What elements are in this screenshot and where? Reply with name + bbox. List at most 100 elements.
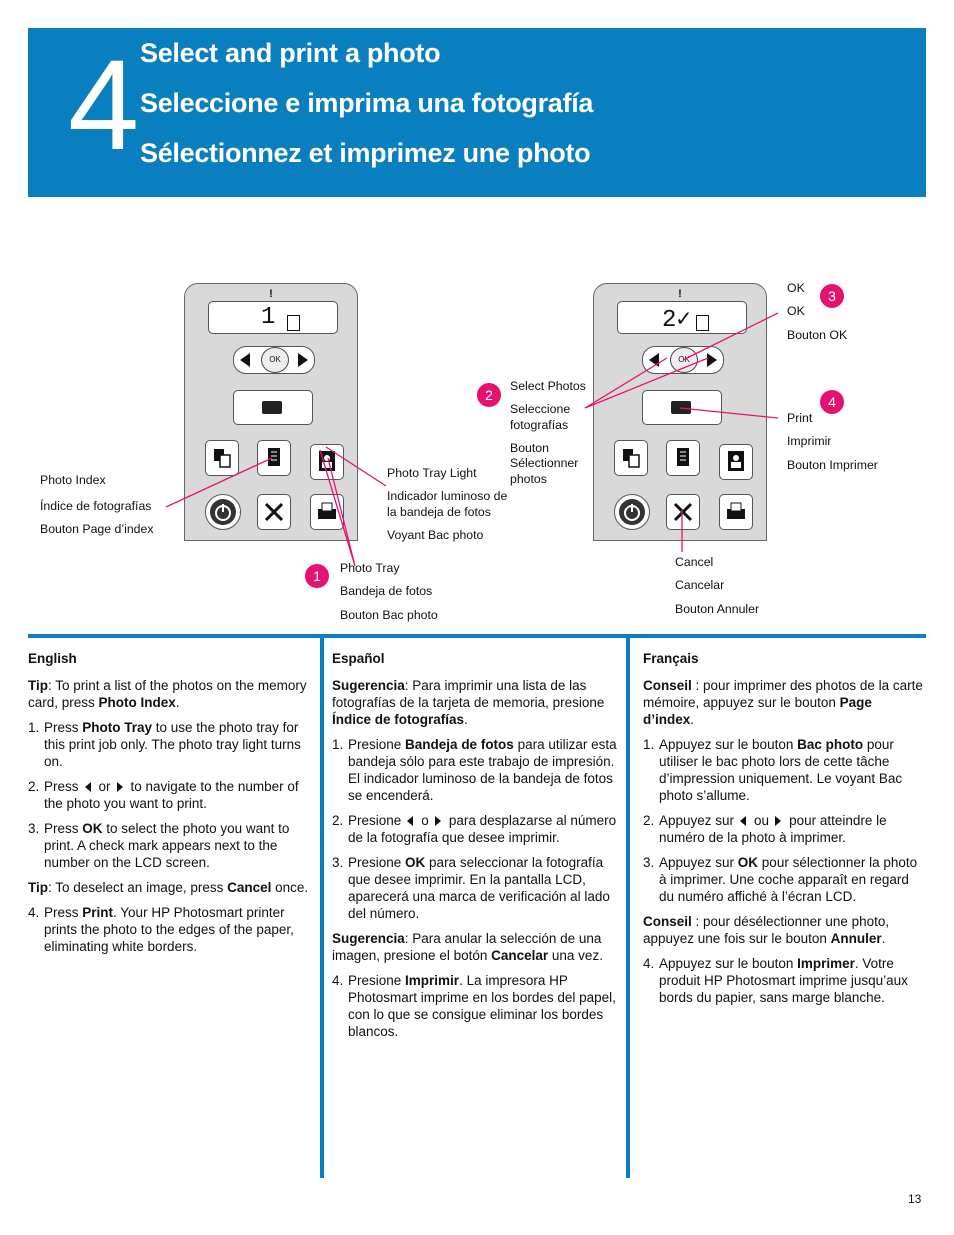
arrow-left-icon[interactable]: [649, 353, 659, 367]
photo-tray-button[interactable]: [719, 444, 753, 480]
list-item: 4.Press Print. Your HP Photosmart printe…: [28, 905, 294, 954]
arrow-right-icon[interactable]: [298, 353, 308, 367]
lcd-photo-frame-icon: [287, 315, 300, 331]
printer-photo-icon: [318, 502, 336, 519]
list-item: 3.Press OK to select the photo you want …: [28, 821, 290, 870]
steps-list: 4.Press Print. Your HP Photosmart printe…: [28, 904, 312, 955]
printer-icon: [262, 401, 282, 414]
close-icon: [264, 502, 284, 522]
power-button[interactable]: [205, 494, 241, 530]
column-heading: Español: [332, 651, 385, 666]
photo-tray-icon: [728, 451, 744, 471]
tip: Tip: To print a list of the photos on th…: [28, 678, 307, 710]
tip: Tip: To deselect an image, press Cancel …: [28, 880, 309, 895]
list-item: 1.Appuyez sur le bouton Bac photo pour u…: [643, 737, 903, 803]
list-item: 3.Presione OK para seleccionar la fotogr…: [332, 855, 610, 921]
close-icon: [673, 502, 693, 522]
index-icon: [268, 448, 280, 466]
ok-button[interactable]: OK: [261, 347, 289, 373]
lcd-screen: 1: [208, 301, 338, 334]
column-divider: [626, 638, 630, 1178]
callout-print: Print Imprimir Bouton Imprimer: [787, 411, 878, 472]
callout-photo-tray: Photo Tray Bandeja de fotos Bouton Bac p…: [340, 561, 438, 622]
column-french: Français Conseil : pour imprimer des pho…: [643, 650, 926, 1014]
list-item: 1.Presione Bandeja de fotos para utiliza…: [332, 737, 617, 803]
header-banner: 4 Select and print a photo Seleccione e …: [28, 28, 926, 197]
power-icon: [619, 499, 645, 525]
title-french: Sélectionnez et imprimez une photo: [140, 138, 591, 168]
arrow-right-icon: [116, 782, 123, 793]
steps-list: 1.Press Photo Tray to use the photo tray…: [28, 719, 312, 871]
arrow-left-icon: [84, 782, 91, 793]
control-panel-left: ! 1 OK: [184, 283, 358, 541]
printer-icon: [671, 401, 691, 414]
lcd-screen: 2✓: [617, 301, 747, 334]
print-button[interactable]: [642, 390, 722, 425]
steps-list: 4.Appuyez sur le bouton Imprimer. Votre …: [643, 955, 926, 1006]
column-heading: Français: [643, 651, 699, 666]
column-divider: [320, 638, 324, 1178]
arrow-right-icon: [775, 816, 782, 827]
section-divider: [28, 634, 926, 638]
navigation-buttons: OK: [642, 346, 724, 374]
printer-photo-icon: [727, 502, 745, 519]
list-item: 4.Presione Imprimir. La impresora HP Pho…: [332, 973, 616, 1039]
callout-select-photos: Select Photos Seleccione fotografías Bou…: [510, 379, 586, 486]
ok-button[interactable]: OK: [670, 347, 698, 373]
column-heading: English: [28, 651, 77, 666]
layout-icon: [214, 449, 231, 468]
column-english: English Tip: To print a list of the phot…: [28, 650, 312, 963]
tip: Sugerencia: Para imprimir una lista de l…: [332, 678, 605, 727]
cancel-button[interactable]: [257, 494, 291, 530]
steps-list: 1.Presione Bandeja de fotos para utiliza…: [332, 736, 620, 922]
list-item: 1.Press Photo Tray to use the photo tray…: [28, 720, 301, 769]
arrow-right-icon: [434, 816, 441, 827]
tip: Conseil : pour désélectionner une photo,…: [643, 914, 890, 946]
photosmart-express-button[interactable]: [310, 494, 344, 530]
photo-tray-button[interactable]: [310, 444, 344, 480]
step-number: 4: [68, 34, 140, 177]
title-english: Select and print a photo: [140, 38, 441, 68]
arrow-left-icon: [407, 816, 414, 827]
page-number: 13: [908, 1192, 922, 1206]
step-badge-3: 3: [820, 284, 844, 308]
callout-photo-index: Photo Index Índice de fotografías Bouton…: [40, 473, 154, 536]
steps-list: 4.Presione Imprimir. La impresora HP Pho…: [332, 972, 620, 1040]
steps-list: 1.Appuyez sur le bouton Bac photo pour u…: [643, 736, 926, 905]
title-spanish: Seleccione e imprima una fotografía: [140, 88, 594, 118]
photo-index-button[interactable]: [666, 440, 700, 476]
lcd-photo-frame-icon: [696, 315, 709, 331]
control-panel-right: ! 2✓ OK: [593, 283, 767, 541]
tip: Sugerencia: Para anular la selección de …: [332, 931, 603, 963]
arrow-left-icon: [740, 816, 747, 827]
alert-icon: !: [678, 288, 682, 300]
arrow-right-icon[interactable]: [707, 353, 717, 367]
photo-tray-icon: [319, 451, 335, 471]
callout-ok: OK OK Bouton OK: [787, 281, 848, 342]
photo-layout-button[interactable]: [614, 440, 648, 476]
lcd-number: 1: [261, 304, 276, 331]
step-badge-2: 2: [477, 383, 501, 407]
photo-index-button[interactable]: [257, 440, 291, 476]
step-badge-4: 4: [820, 390, 844, 414]
index-icon: [677, 448, 689, 466]
list-item: 4.Appuyez sur le bouton Imprimer. Votre …: [643, 956, 908, 1005]
power-icon: [210, 499, 236, 525]
print-button[interactable]: [233, 390, 313, 425]
column-spanish: Español Sugerencia: Para imprimir una li…: [332, 650, 620, 1048]
list-item: 3.Appuyez sur OK pour sélectionner la ph…: [643, 855, 918, 904]
arrow-left-icon[interactable]: [240, 353, 250, 367]
tip: Conseil : pour imprimer des photos de la…: [643, 678, 923, 727]
lcd-number: 2✓: [662, 307, 691, 334]
alert-icon: !: [269, 288, 273, 300]
callout-photo-tray-light: Photo Tray Light Indicador luminoso de l…: [387, 466, 508, 543]
navigation-buttons: OK: [233, 346, 315, 374]
photo-layout-button[interactable]: [205, 440, 239, 476]
cancel-button[interactable]: [666, 494, 700, 530]
photosmart-express-button[interactable]: [719, 494, 753, 530]
power-button[interactable]: [614, 494, 650, 530]
step-badge-1: 1: [305, 564, 329, 588]
